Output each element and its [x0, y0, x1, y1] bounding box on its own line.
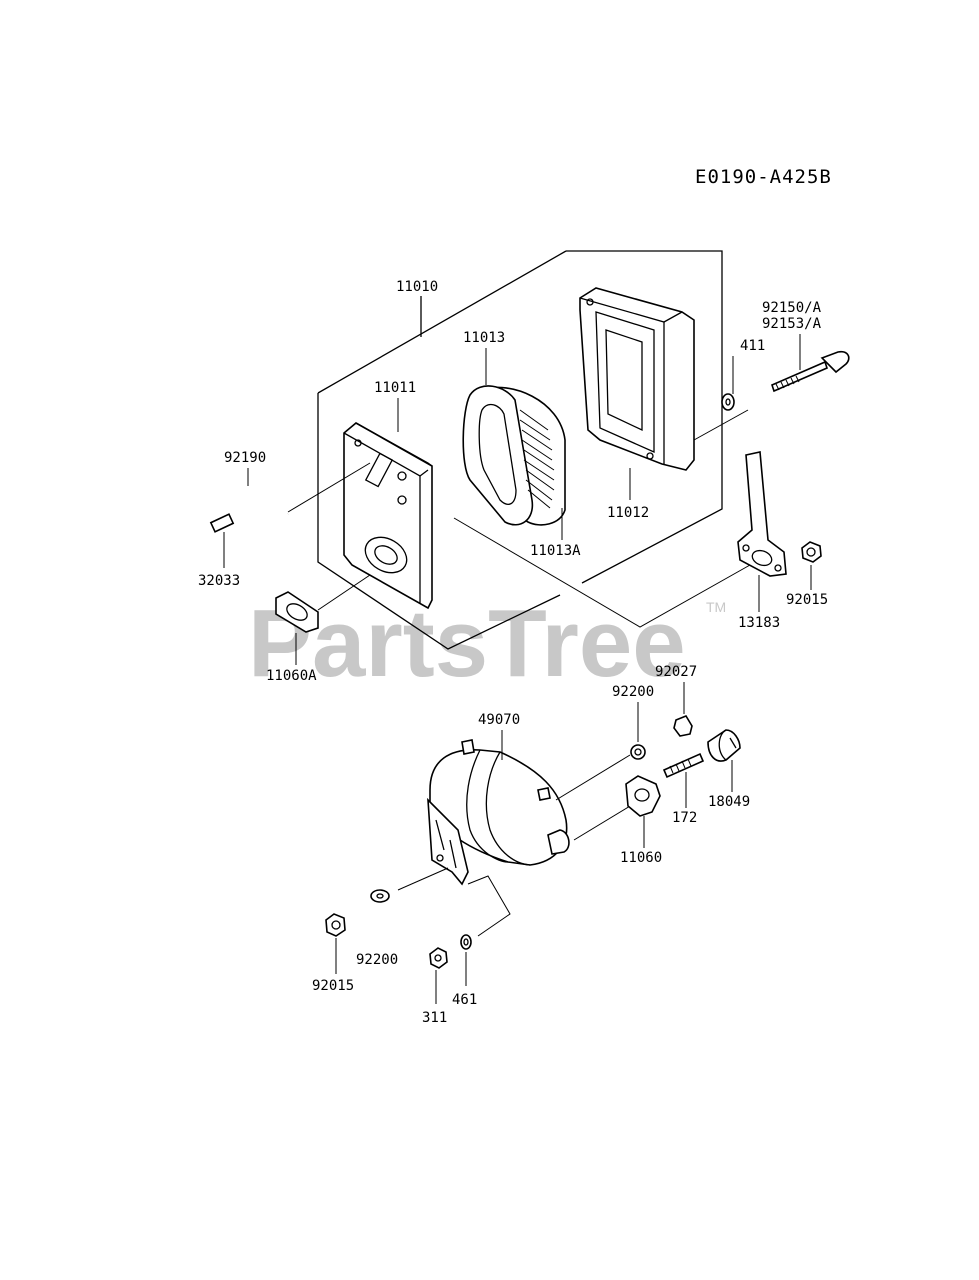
air-cleaner-base-11011 [343, 398, 433, 610]
label-311[interactable]: 311 [422, 1010, 447, 1026]
label-11060[interactable]: 11060 [620, 850, 662, 866]
washer-92200-lower [370, 889, 390, 903]
nut-92015-lower [325, 913, 346, 974]
washer-92200-upper [630, 702, 646, 760]
bolt-92150A [771, 334, 850, 393]
label-32033[interactable]: 32033 [198, 573, 240, 589]
bracket-13183 [453, 451, 787, 628]
assembly-bracket-11010 [317, 250, 723, 650]
nut-92015-upper [801, 541, 822, 590]
nut-311 [429, 947, 448, 1004]
label-49070[interactable]: 49070 [478, 712, 520, 728]
label-11013A[interactable]: 11013A [530, 543, 581, 559]
label-92190[interactable]: 92190 [224, 450, 266, 466]
cover-11012 [579, 287, 749, 500]
label-92150A[interactable]: 92150/A [762, 300, 822, 316]
spark-arrester-18049 [707, 729, 741, 792]
filter-element-11013 [462, 348, 566, 540]
muffler-49070 [397, 730, 641, 937]
label-11010[interactable]: 11010 [396, 279, 438, 295]
label-92015-lower[interactable]: 92015 [312, 978, 354, 994]
label-13183[interactable]: 13183 [738, 615, 780, 631]
watermark-trademark: TM [706, 599, 726, 615]
part-labels: 11010 11013 11011 92150/A 92153/A 411 92… [198, 279, 828, 1026]
gasket-11060 [625, 775, 661, 848]
label-18049[interactable]: 18049 [708, 794, 750, 810]
label-92015-upper[interactable]: 92015 [786, 592, 828, 608]
label-11060A[interactable]: 11060A [266, 668, 317, 684]
label-92153A[interactable]: 92153/A [762, 316, 822, 332]
label-411[interactable]: 411 [740, 338, 765, 354]
label-461[interactable]: 461 [452, 992, 477, 1008]
label-11013[interactable]: 11013 [463, 330, 505, 346]
collar-92027 [673, 682, 693, 737]
label-92200-upper[interactable]: 92200 [612, 684, 654, 700]
washer-411 [721, 356, 735, 411]
hose-92190 [244, 462, 371, 524]
plug-32033 [209, 513, 235, 568]
lock-washer-461 [460, 934, 472, 986]
label-92027[interactable]: 92027 [655, 664, 697, 680]
gasket-11060A [275, 574, 371, 665]
label-11012[interactable]: 11012 [607, 505, 649, 521]
label-92200-lower[interactable]: 92200 [356, 952, 398, 968]
watermark: PartsTree TM [248, 590, 726, 697]
stud-172 [662, 752, 705, 808]
label-11011[interactable]: 11011 [374, 380, 416, 396]
diagram-code: E0190-A425B [695, 166, 832, 188]
label-172[interactable]: 172 [672, 810, 697, 826]
